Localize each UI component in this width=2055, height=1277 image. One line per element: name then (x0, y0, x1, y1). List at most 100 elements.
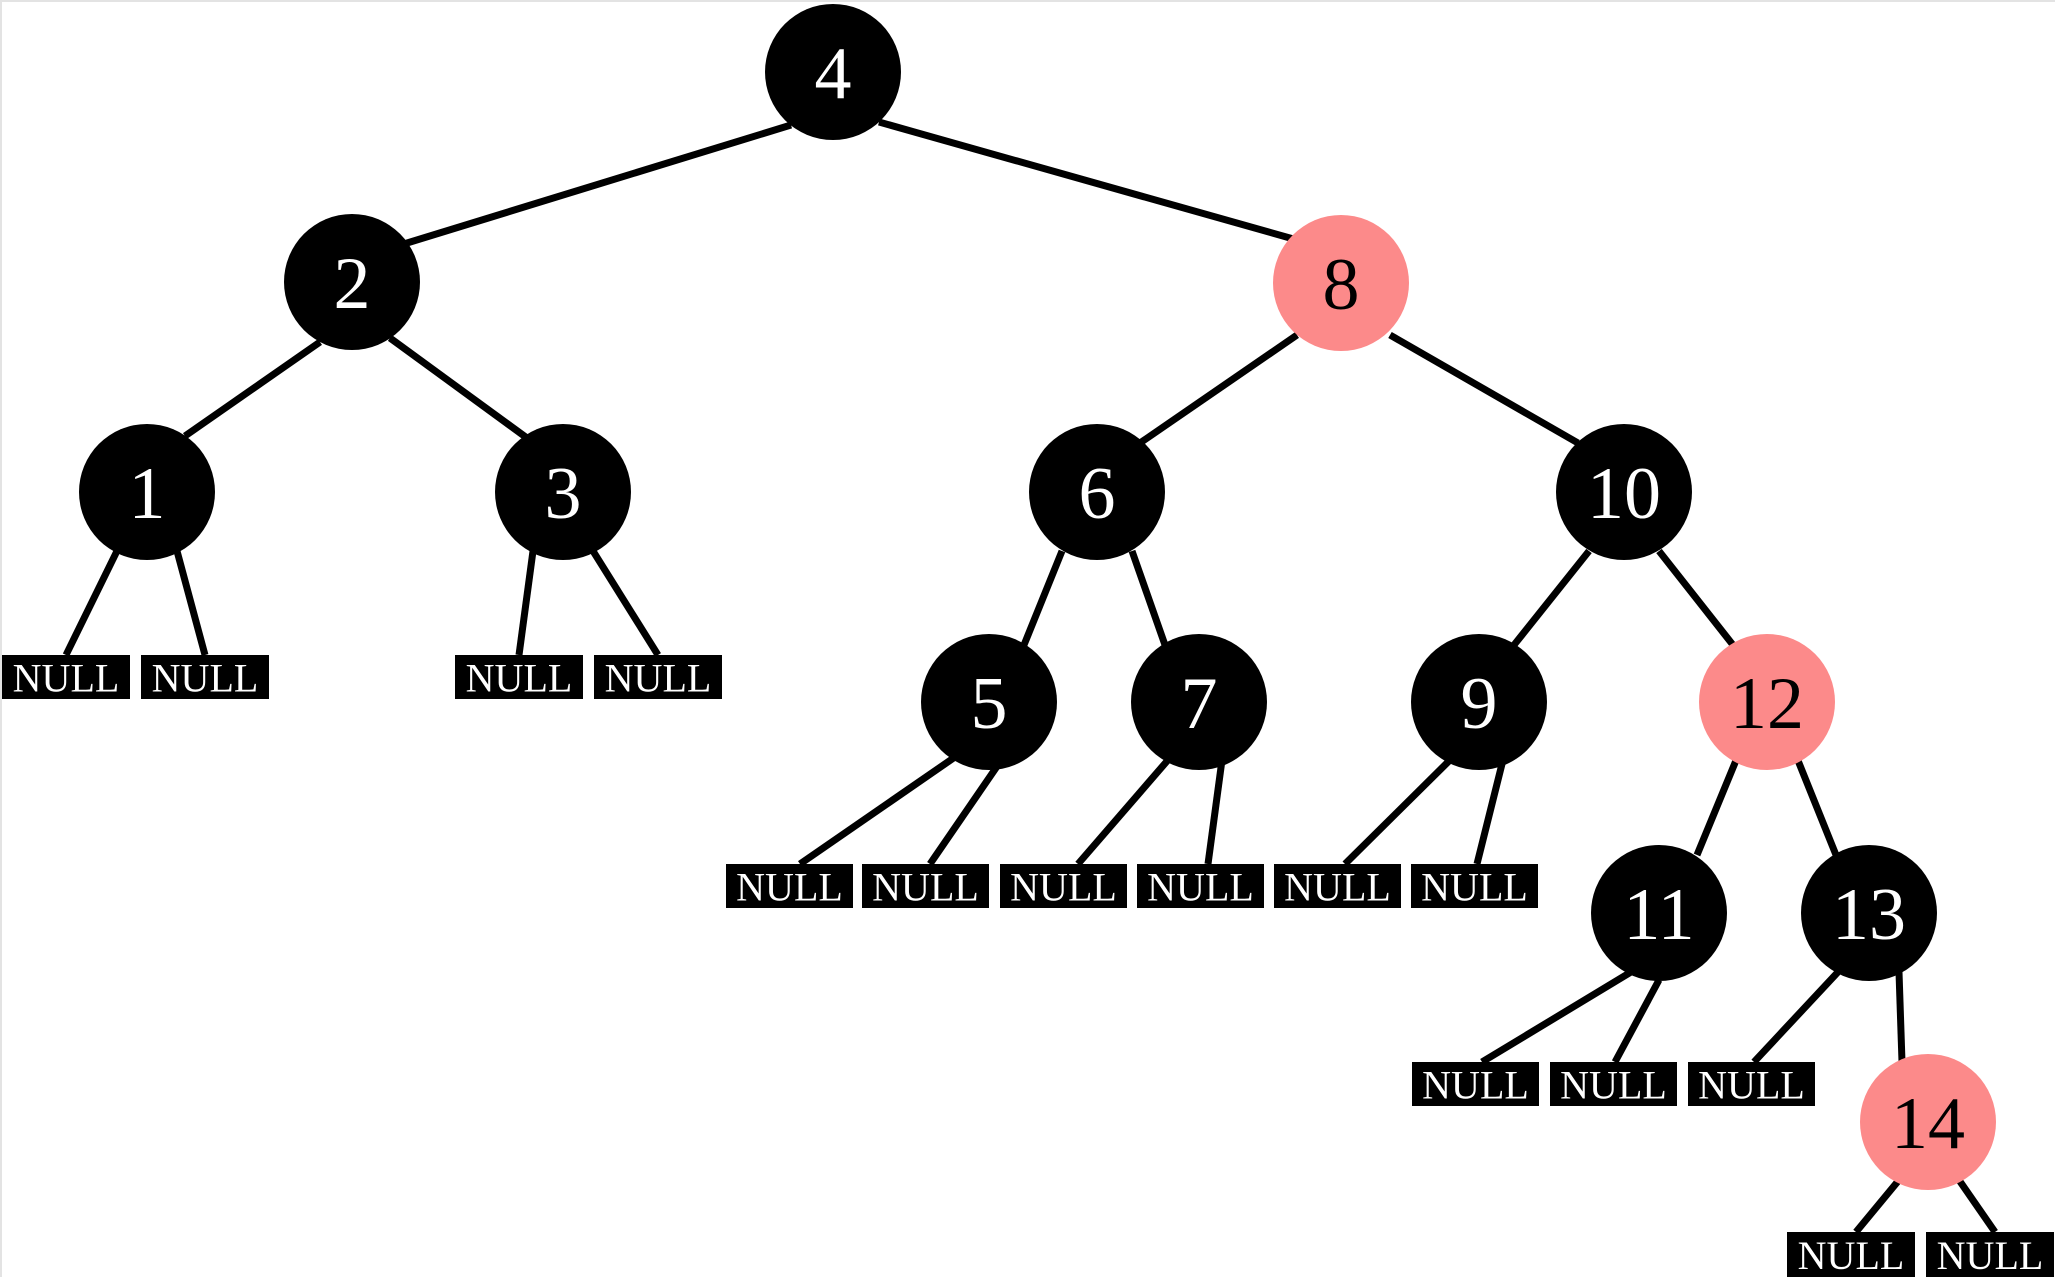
node-circle-black[interactable] (1029, 424, 1165, 560)
node-label: 11 (1623, 874, 1694, 956)
null-box (1688, 1062, 1815, 1106)
node-circle-red[interactable] (1860, 1054, 1996, 1190)
null-box-label: NULL (466, 656, 573, 701)
tree-edge-n10-n9 (1511, 548, 1592, 648)
null-box (1411, 864, 1538, 908)
node-circle-black[interactable] (765, 4, 901, 140)
tree-edge-n3-null4 (590, 549, 661, 657)
node-circle-black[interactable] (495, 424, 631, 560)
null-box-label: NULL (1698, 1063, 1805, 1108)
tree-node-8[interactable]: 8 (1273, 215, 1409, 351)
null-box (726, 864, 853, 908)
null-box-label: NULL (1937, 1233, 2044, 1277)
null-leaf: NULL (1274, 864, 1401, 910)
node-label: 6 (1079, 453, 1116, 535)
tree-edge-n6-n7 (1128, 549, 1169, 647)
tree-node-9[interactable]: 9 (1411, 634, 1547, 770)
null-box-label: NULL (605, 656, 712, 701)
node-label: 2 (334, 243, 371, 325)
node-label: 4 (815, 33, 852, 115)
tree-node-6[interactable]: 6 (1029, 424, 1165, 560)
node-label: 10 (1587, 453, 1661, 535)
null-box-label: NULL (1010, 865, 1117, 910)
tree-node-13[interactable]: 13 (1801, 845, 1937, 981)
null-leaf: NULL (1550, 1062, 1677, 1108)
node-circle-red[interactable] (1273, 215, 1409, 351)
tree-edge-n2-n3 (387, 335, 530, 441)
null-box-label: NULL (872, 865, 979, 910)
node-label: 12 (1730, 663, 1804, 745)
tree-node-14[interactable]: 14 (1860, 1054, 1996, 1190)
null-box-label: NULL (152, 656, 259, 701)
node-label: 8 (1323, 244, 1360, 326)
tree-edge-n11-null12 (1611, 978, 1663, 1064)
tree-edge-n11-null11 (1480, 969, 1633, 1065)
tree-edge-n5-null6 (927, 760, 1003, 866)
tree-node-3[interactable]: 3 (495, 424, 631, 560)
edges-layer (62, 118, 1998, 1235)
null-leaf: NULL (141, 655, 269, 701)
tree-node-2[interactable]: 2 (284, 214, 420, 350)
null-leaf: NULL (1787, 1232, 1915, 1277)
node-label: 13 (1832, 874, 1906, 956)
null-leaf: NULL (862, 864, 989, 910)
tree-edge-n1-null1 (62, 549, 121, 657)
node-circle-black[interactable] (79, 424, 215, 560)
tree-node-1[interactable]: 1 (79, 424, 215, 560)
null-box-label: NULL (1284, 865, 1391, 910)
null-box (862, 864, 989, 908)
node-circle-black[interactable] (1801, 845, 1937, 981)
tree-node-10[interactable]: 10 (1556, 424, 1692, 560)
null-leaf: NULL (1688, 1062, 1815, 1108)
tree-edge-n14-null14 (1853, 1177, 1902, 1235)
null-leaves-layer: NULL NULL NULL NULL NULL NULL NULL NULL NULL NULL… (2, 655, 2054, 1277)
node-circle-black[interactable] (284, 214, 420, 350)
null-leaf: NULL (1412, 1062, 1539, 1108)
tree-edge-n9-null10 (1473, 759, 1507, 865)
tree-edge-n8-n6 (1138, 332, 1299, 446)
null-box (455, 655, 583, 699)
null-box-label: NULL (1560, 1063, 1667, 1108)
tree-node-4[interactable]: 4 (765, 4, 901, 140)
tree-node-7[interactable]: 7 (1131, 634, 1267, 770)
node-label: 1 (129, 453, 166, 535)
null-box (1550, 1062, 1677, 1106)
null-box (1137, 864, 1264, 908)
tree-node-5[interactable]: 5 (921, 634, 1057, 770)
node-circle-black[interactable] (1591, 845, 1727, 981)
null-box (1000, 864, 1127, 908)
tree-edge-n14-null15 (1956, 1178, 1998, 1234)
null-leaf: NULL (1000, 864, 1127, 910)
null-leaf: NULL (726, 864, 853, 910)
tree-edge-n1-null2 (173, 550, 209, 656)
node-circle-black[interactable] (921, 634, 1057, 770)
node-circle-black[interactable] (1131, 634, 1267, 770)
null-box (1412, 1062, 1539, 1106)
node-label: 3 (545, 453, 582, 535)
node-circle-red[interactable] (1699, 634, 1835, 770)
null-box (1926, 1232, 2054, 1277)
tree-edge-n12-n11 (1693, 756, 1741, 857)
tree-edge-n2-n1 (183, 339, 322, 439)
tree-edge-n9-null9 (1342, 757, 1453, 867)
null-box (1787, 1232, 1915, 1277)
null-box-label: NULL (1422, 1063, 1529, 1108)
null-leaf: NULL (1137, 864, 1264, 910)
tree-edge-n10-n12 (1656, 548, 1736, 648)
tree-edge-n3-null3 (515, 550, 537, 656)
null-box (594, 655, 722, 699)
node-circle-black[interactable] (1411, 634, 1547, 770)
tree-node-11[interactable]: 11 (1591, 845, 1727, 981)
tree-edge-n8-n10 (1388, 331, 1580, 447)
null-box-label: NULL (1147, 865, 1254, 910)
tree-edge-n13-null13 (1751, 969, 1841, 1065)
tree-node-12[interactable]: 12 (1699, 634, 1835, 770)
node-circle-black[interactable] (1556, 424, 1692, 560)
null-box (141, 655, 269, 699)
tree-edge-n4-n8 (878, 118, 1298, 244)
null-box-label: NULL (1421, 865, 1528, 910)
tree-edge-n4-n2 (392, 121, 793, 251)
